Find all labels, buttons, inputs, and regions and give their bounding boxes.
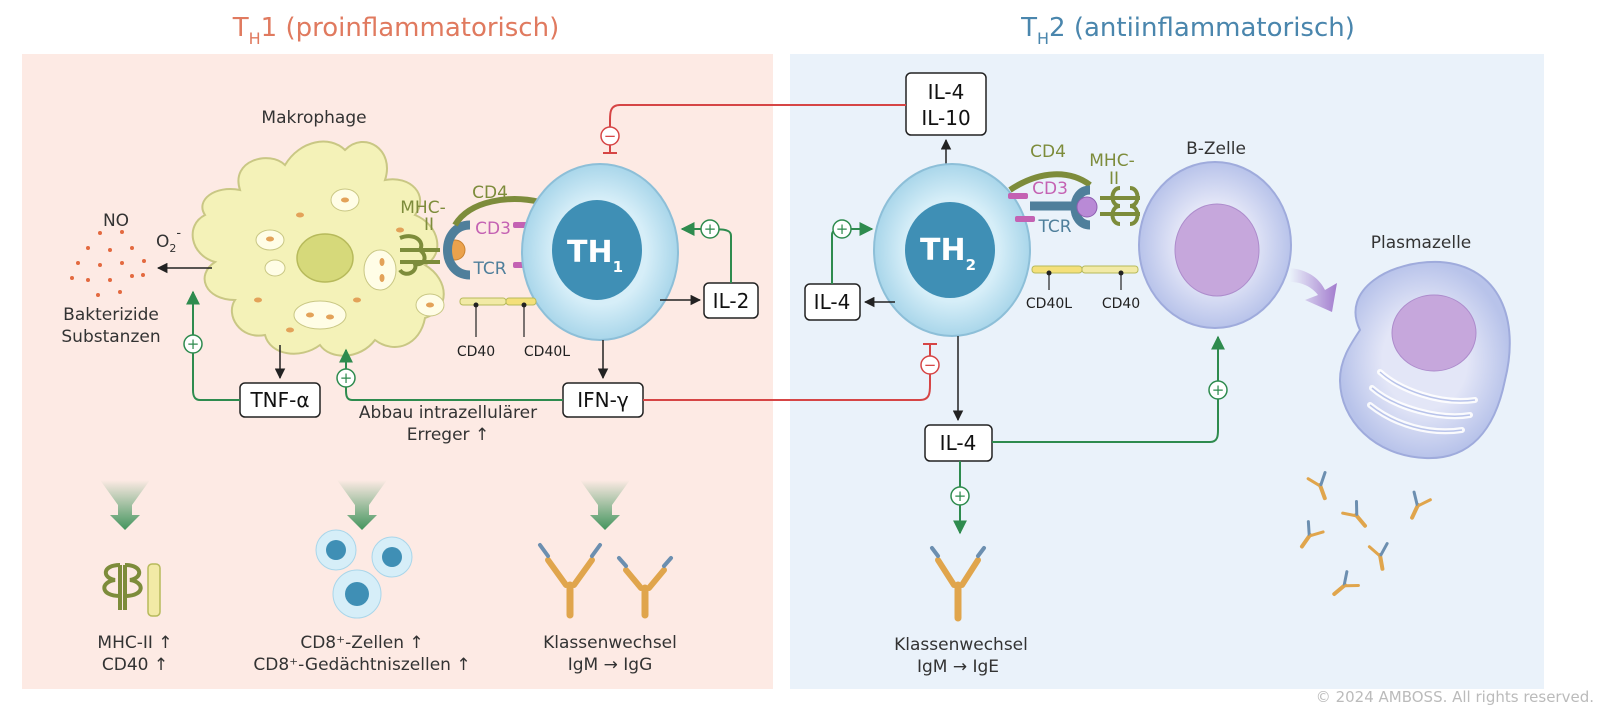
o2-label: O2-: [156, 226, 181, 255]
il4-bcell-plus-sign: +: [1212, 381, 1225, 399]
antibody-icon-igm: [538, 543, 602, 619]
out1-label-1: MHC-II ↑: [97, 633, 172, 653]
th1-title: TH1 (proinflammatorisch): [232, 13, 559, 48]
bzelle-label: B-Zelle: [1186, 139, 1246, 159]
th2-title: TH2 (antiinflammatorisch): [1020, 13, 1355, 48]
il2-plus-sign: +: [704, 220, 717, 238]
tnf-feedback-line: [186, 290, 240, 401]
plasmazelle-label: Plasmazelle: [1371, 233, 1472, 253]
no-dots: [70, 230, 146, 297]
th2-cell-label: TH2: [920, 233, 976, 274]
il2-feedback-line: [680, 222, 732, 283]
fade-arrow-2: [337, 480, 387, 530]
plasma-cell: [1338, 260, 1511, 460]
cd40-label-left: CD40: [457, 344, 495, 360]
cd4-right: [1008, 171, 1092, 193]
th1-cell-label: TH1: [567, 235, 623, 276]
fade-arrow-1: [100, 480, 150, 530]
il4-plus-sign: +: [836, 220, 849, 238]
il4-plus-badge: [832, 219, 852, 239]
out-right-label-2: IgM → IgE: [917, 657, 999, 677]
tcr-left: [443, 220, 471, 280]
il4-ige-plus-badge: [950, 486, 970, 506]
il4-il10-label-1: IL-4: [928, 80, 965, 104]
ifn-minus-badge: [920, 355, 940, 375]
mhc-ii-receptor-right: [1100, 186, 1140, 226]
il10-inhibit-th1-line: [609, 104, 906, 152]
out3-label-2: IgM → IgG: [568, 655, 653, 675]
th1-panel: [22, 54, 773, 689]
cd8-cells-icon: [315, 529, 413, 619]
out-right-label-1: Klassenwechsel: [894, 635, 1028, 655]
cd40-cd40l-left: [459, 297, 537, 337]
il4-bcell-plus-badge: [1208, 380, 1228, 400]
il4-ige-plus-sign: +: [954, 487, 967, 505]
tnf-label: TNF-α: [249, 388, 309, 412]
out2-label-1: CD8⁺-Zellen ↑: [300, 633, 423, 653]
abbau-label-1: Abbau intrazellulärer: [359, 403, 537, 423]
tcr-label-left: TCR: [472, 259, 506, 279]
il2-plus-badge: [700, 219, 720, 239]
ifn-minus-sign: −: [924, 356, 937, 374]
ifn-plus-sign: +: [340, 369, 353, 387]
copyright: © 2024 AMBOSS. All rights reserved.: [1316, 688, 1594, 706]
il4-left-label: IL-4: [814, 290, 851, 314]
mhc-ii-icon: [102, 563, 143, 610]
bakterizide-label-1: Bakterizide: [63, 305, 159, 325]
th2-cell: [873, 163, 1031, 337]
tcr-label-right: TCR: [1037, 217, 1071, 237]
out1-label-2: CD40 ↑: [102, 655, 168, 675]
mhc-label-right-1: MHC-: [1089, 151, 1134, 171]
cd3-bar-right-1: [1008, 193, 1028, 199]
tcr-right: [1030, 185, 1091, 230]
tnf-plus-sign: +: [187, 335, 200, 353]
cd40-label-right: CD40: [1102, 296, 1140, 312]
mhc-label-left-2: II: [424, 215, 434, 235]
cd40l-label-right: CD40L: [1026, 296, 1072, 312]
b-cell: [1138, 161, 1292, 329]
bcell-to-plasma-arrow: [1290, 268, 1337, 312]
ifn-inhibit-th2-line: [643, 345, 931, 401]
abbau-label-2: Erreger ↑: [407, 425, 489, 445]
cd40-icon: [147, 563, 161, 617]
mhc-ii-receptor-left: [398, 234, 440, 276]
cd40l-cd40-right: [1031, 265, 1139, 290]
cd3-label-left: CD3: [475, 219, 511, 239]
out3-label-1: Klassenwechsel: [543, 633, 677, 653]
il4-bottom-label: IL-4: [940, 431, 977, 455]
mhc-label-left-1: MHC-: [400, 198, 445, 218]
antibody-icon-igg: [617, 556, 673, 619]
ifn-plus-badge: [336, 368, 356, 388]
cd4-left: [452, 196, 541, 227]
cd40l-label-left: CD40L: [524, 344, 570, 360]
bakterizide-label-2: Substanzen: [61, 327, 160, 347]
il4-to-bcell-line: [992, 335, 1225, 443]
out2-label-2: CD8⁺-Gedächtniszellen ↑: [253, 655, 470, 675]
secreted-antibodies: [1299, 471, 1432, 596]
cd4-label-left: CD4: [472, 183, 508, 203]
antigen-right: [1076, 196, 1098, 218]
tnf-plus-badge: [183, 334, 203, 354]
mhc-label-right-2: II: [1109, 169, 1119, 189]
cd4-label-right: CD4: [1030, 142, 1066, 162]
macrophage-cell: [191, 140, 445, 357]
cd3-label-right: CD3: [1032, 179, 1068, 199]
makrophage-label: Makrophage: [261, 108, 366, 128]
il10-minus-sign: −: [604, 127, 617, 145]
il10-minus-badge: [600, 126, 620, 146]
fade-arrow-3: [580, 480, 630, 530]
il4-il10-label-2: IL-10: [921, 106, 970, 130]
no-label: NO: [103, 211, 129, 231]
ifn-label: IFN-γ: [577, 388, 629, 412]
il2-label: IL-2: [713, 289, 750, 313]
th1-cell: [521, 163, 679, 341]
ifn-to-macrophage-line: [339, 348, 563, 401]
cd3-bar-right-2: [1015, 216, 1035, 222]
antibody-icon-ige: [930, 546, 986, 622]
